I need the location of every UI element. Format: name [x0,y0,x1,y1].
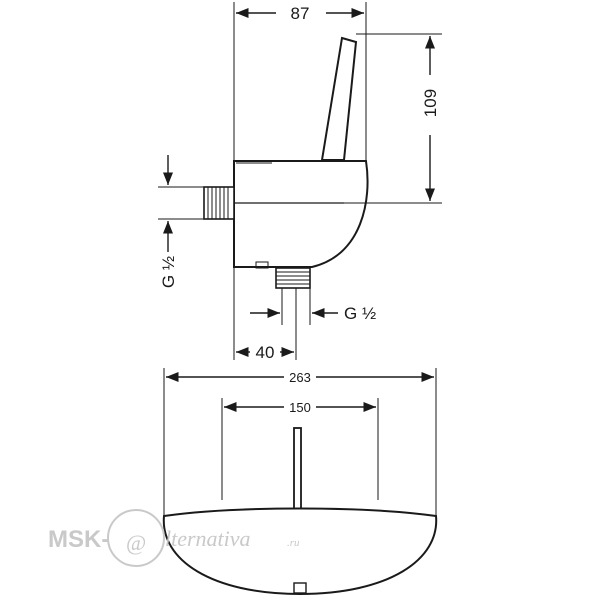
watermark-suffix: lternativa [165,526,251,551]
watermark-at-circle [107,509,165,567]
watermark-at-symbol: @ [126,530,146,555]
lever-handle [320,36,358,161]
dimension-87-label: 87 [291,4,310,23]
outlet-connector [275,267,311,289]
inlet-connector [203,186,235,220]
dimension-263-label: 263 [289,370,311,385]
outlet-thread-label: G ½ [344,304,376,323]
watermark-tld: .ru [287,537,300,549]
spout-pipe [293,427,302,515]
mixer-body [233,160,369,268]
dimension-150-label: 150 [289,400,311,415]
side-view [203,36,369,289]
extension-lines [158,2,442,360]
inlet-thread-label: G ½ [159,256,178,288]
watermark-logo: MSK- @ lternativa .ru [48,509,300,567]
mixer-bowl [162,507,438,596]
dimension-109-label: 109 [421,89,440,117]
dimension-40-label: 40 [256,343,275,362]
bottom-view [162,368,438,596]
watermark-prefix: MSK- [48,526,109,553]
